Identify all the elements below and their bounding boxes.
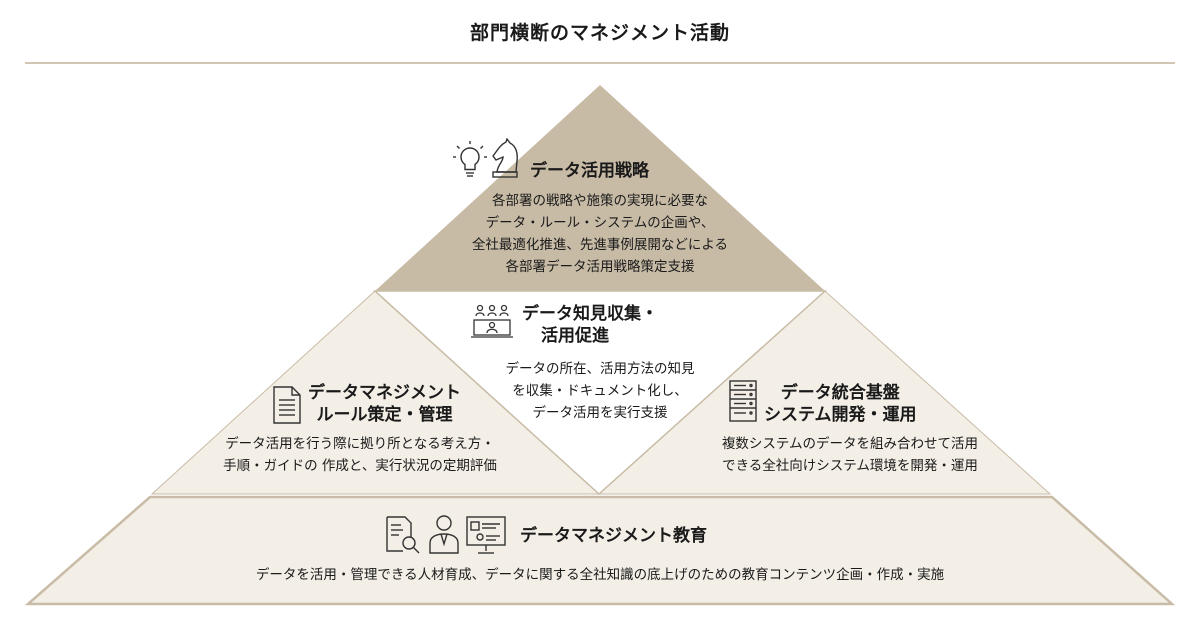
strategy-triangle (375, 85, 825, 291)
education-body: データを活用・管理できる人材育成、データに関する全社知識の底上げのための教育コン… (255, 567, 945, 583)
platform-body: 複数システムのデータを組み合わせて活用 できる全社向けシステム環境を開発・運用 (685, 433, 1015, 477)
strategy-body-line: データ・ルール・システムの企画や、 (485, 215, 715, 231)
strategy-body-line: 各部署の戦略や施策の実現に必要な (492, 193, 708, 209)
rules-body-line: 手順・ガイドの 作成と、実行状況の定期評価 (223, 458, 497, 474)
presentation-screen-icon (466, 516, 506, 556)
platform-body-line: 複数システムのデータを組み合わせて活用 (721, 436, 979, 452)
platform-title-line: データ統合基盤 (780, 383, 900, 403)
knowledge-body-line: データ活用を実行支援 (532, 405, 668, 421)
strategy-body: 各部署の戦略や施策の実現に必要な データ・ルール・システムの企画や、 全社最適化… (450, 190, 750, 278)
server-rack-icon (728, 380, 758, 422)
platform-title: データ統合基盤 システム開発・運用 (764, 382, 917, 426)
rules-title-line: データマネジメント (308, 383, 461, 403)
strategy-title: データ活用戦略 (530, 161, 649, 181)
knowledge-title-line: 活用促進 (541, 326, 609, 346)
knowledge-body-line: データの所在、活用方法の知見 (505, 361, 695, 377)
document-icon (272, 386, 302, 424)
businessperson-icon (428, 514, 460, 554)
strategy-body-line: 全社最適化推進、先進事例展開などによる (471, 237, 729, 253)
title-divider (25, 62, 1175, 64)
document-search-icon (385, 516, 421, 554)
rules-body: データ活用を行う際に拠り所となる考え方・ 手順・ガイドの 作成と、実行状況の定期… (200, 433, 520, 477)
platform-body-line: できる全社向けシステム環境を開発・運用 (722, 458, 978, 474)
knowledge-title: データ知見収集・ 活用促進 (522, 303, 658, 347)
rules-title-line: ルール策定・管理 (316, 405, 453, 425)
strategy-body-line: 各部署データ活用戦略策定支援 (505, 259, 695, 275)
knowledge-body-line: を収集・ドキュメント化し、 (512, 383, 688, 399)
education-title: データマネジメント教育 (520, 526, 707, 546)
education-band (24, 495, 1176, 606)
team-meeting-icon (470, 304, 514, 340)
page-title: 部門横断のマネジメント活動 (469, 22, 730, 44)
platform-title-line: システム開発・運用 (764, 405, 917, 425)
rules-body-line: データ活用を行う際に拠り所となる考え方・ (225, 436, 495, 452)
knowledge-body: データの所在、活用方法の知見 を収集・ドキュメント化し、 データ活用を実行支援 (470, 358, 730, 424)
chess-knight-icon (488, 138, 522, 180)
rules-title: データマネジメント ルール策定・管理 (308, 382, 461, 426)
lightbulb-icon (452, 140, 488, 180)
knowledge-title-line: データ知見収集・ (522, 304, 658, 324)
